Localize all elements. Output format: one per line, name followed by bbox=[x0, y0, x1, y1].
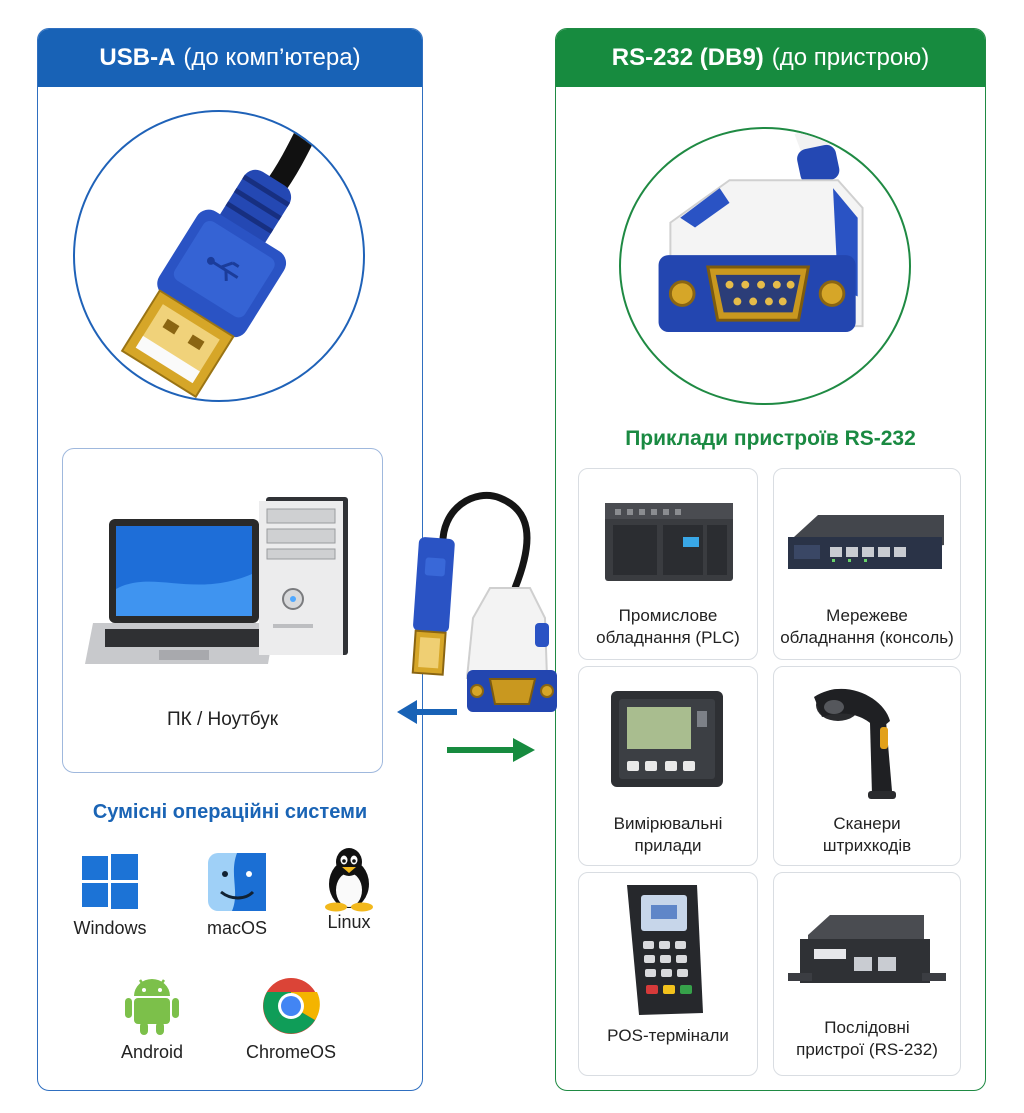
os-android-label: Android bbox=[120, 1042, 184, 1062]
device-meter-label-2: прилади bbox=[634, 836, 702, 855]
windows-logo-icon bbox=[82, 854, 138, 909]
device-serial-label-2: пристрої (RS-232) bbox=[796, 1040, 938, 1059]
linux-tux-icon bbox=[325, 848, 373, 912]
rs232-title: RS-232 (DB9) bbox=[611, 44, 764, 71]
device-card-serial: Послідовні пристрої (RS-232) bbox=[773, 872, 961, 1076]
usb-rs232-adapter-cable-icon bbox=[397, 491, 557, 762]
rs232-header: RS-232 (DB9) (до пристрою) bbox=[556, 29, 985, 87]
usb-a-header: USB-A (до комп’ютера) bbox=[38, 29, 422, 87]
device-card-plc: Промислове обладнання (PLC) bbox=[578, 468, 758, 660]
plc-icon bbox=[605, 503, 733, 581]
db9-plug-icon bbox=[658, 129, 864, 333]
barcode-scanner-icon bbox=[814, 688, 896, 799]
usb-a-connector-closeup bbox=[73, 110, 365, 402]
db9-connector-closeup bbox=[619, 127, 911, 405]
device-card-pos: POS-термінали bbox=[578, 872, 758, 1076]
android-robot-icon bbox=[125, 979, 179, 1035]
macos-finder-icon bbox=[208, 853, 266, 911]
device-network-label-1: Мережеве bbox=[826, 606, 908, 625]
chrome-logo-icon bbox=[263, 978, 320, 1034]
os-chromeos-label: ChromeOS bbox=[245, 1042, 337, 1062]
os-linux: Linux bbox=[289, 846, 409, 933]
usb-a-plug-icon bbox=[120, 112, 323, 399]
device-network-label-2: обладнання (консоль) bbox=[780, 628, 954, 647]
network-switch-icon bbox=[788, 515, 944, 569]
device-scanner-label-2: штрихкодів bbox=[822, 836, 912, 855]
pc-laptop-label: ПК / Ноутбук bbox=[166, 709, 279, 730]
device-plc-label-1: Промислове bbox=[618, 606, 718, 625]
rs232-subtitle: (до пристрою) bbox=[771, 44, 930, 71]
os-windows-label: Windows bbox=[73, 918, 147, 938]
os-linux-label: Linux bbox=[327, 912, 371, 932]
device-scanner-label-1: Сканери bbox=[833, 814, 901, 833]
device-meter-label-1: Вимірювальні bbox=[613, 814, 723, 833]
serial-device-icon bbox=[788, 915, 946, 983]
os-android: Android bbox=[92, 974, 212, 1063]
os-section-title: Сумісні операційні системи bbox=[92, 801, 368, 823]
usb-a-title: USB-A bbox=[99, 44, 176, 71]
os-windows: Windows bbox=[50, 852, 170, 939]
pc-laptop-card: ПК / Ноутбук bbox=[62, 448, 383, 773]
devices-section-title: Приклади пристроїв RS-232 bbox=[625, 427, 916, 450]
pos-terminal-icon bbox=[627, 885, 703, 1015]
pc-laptop-icon bbox=[85, 497, 348, 664]
device-serial-label-1: Послідовні bbox=[824, 1018, 910, 1037]
device-plc-label-2: обладнання (PLC) bbox=[596, 628, 740, 647]
usb-a-subtitle: (до комп’ютера) bbox=[183, 44, 361, 71]
meter-icon bbox=[611, 691, 723, 787]
os-chromeos: ChromeOS bbox=[231, 976, 351, 1063]
device-card-scanner: Сканери штрихкодів bbox=[773, 666, 961, 866]
os-macos: macOS bbox=[177, 852, 297, 939]
device-pos-label-1: POS-термінали bbox=[607, 1026, 729, 1045]
device-card-meter: Вимірювальні прилади bbox=[578, 666, 758, 866]
device-card-network: Мережеве обладнання (консоль) bbox=[773, 468, 961, 660]
os-macos-label: macOS bbox=[206, 918, 267, 938]
